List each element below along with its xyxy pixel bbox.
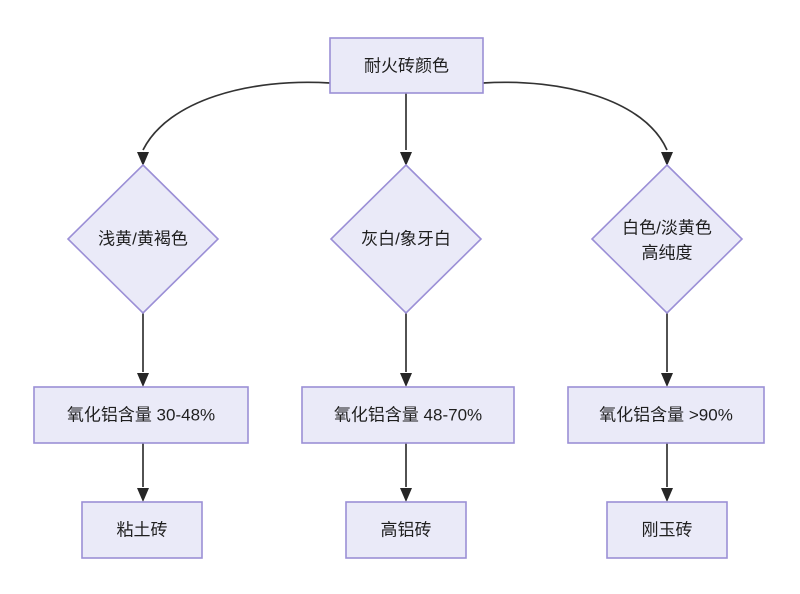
node-decision-left[interactable]: 浅黄/黄褐色 [66,163,220,315]
node-root-label: 耐火砖颜色 [364,56,449,75]
node-decision-right-shape [590,163,744,315]
node-alumina-left[interactable]: 氧化铝含量 30-48% [33,386,249,444]
edge-left-alumina-to-product [137,443,149,502]
edge-middle-alumina-to-product [400,443,412,502]
node-alumina-right-shape [567,386,765,444]
node-alumina-middle-shape [301,386,515,444]
node-decision-middle-label: 灰白/象牙白 [361,229,451,248]
edge-right-decision-to-alumina [661,313,673,387]
node-product-middle-shape [345,501,467,559]
edge-left-decision-to-alumina [137,313,149,387]
node-root[interactable]: 耐火砖颜色 [329,37,484,94]
node-alumina-right[interactable]: 氧化铝含量 >90% [567,386,765,444]
node-alumina-right-label: 氧化铝含量 >90% [599,405,733,424]
edge-root-to-left [137,81,331,166]
node-decision-right-label-line1: 白色/淡黄色 [622,218,712,237]
edge-middle-decision-to-alumina [400,313,412,387]
edge-root-to-middle [400,93,412,166]
node-product-left-shape [81,501,203,559]
node-alumina-middle[interactable]: 氧化铝含量 48-70% [301,386,515,444]
node-decision-left-shape [66,163,220,315]
edge-root-to-right [482,81,673,166]
edge-right-alumina-to-product [661,443,673,502]
node-product-left[interactable]: 粘土砖 [81,501,203,559]
node-decision-left-label: 浅黄/黄褐色 [98,229,188,248]
node-product-right-shape [606,501,728,559]
node-decision-right[interactable]: 白色/淡黄色 高纯度 [590,163,744,315]
node-decision-right-label-line2: 高纯度 [642,243,693,262]
node-product-left-label: 粘土砖 [117,520,168,539]
node-alumina-middle-label: 氧化铝含量 48-70% [334,405,482,424]
node-alumina-left-label: 氧化铝含量 30-48% [67,405,215,424]
node-alumina-left-shape [33,386,249,444]
node-decision-middle-shape [329,163,483,315]
node-product-middle[interactable]: 高铝砖 [345,501,467,559]
node-root-shape [329,37,484,94]
node-product-right-label: 刚玉砖 [642,520,693,539]
node-product-middle-label: 高铝砖 [381,520,432,539]
node-decision-middle[interactable]: 灰白/象牙白 [329,163,483,315]
node-product-right[interactable]: 刚玉砖 [606,501,728,559]
